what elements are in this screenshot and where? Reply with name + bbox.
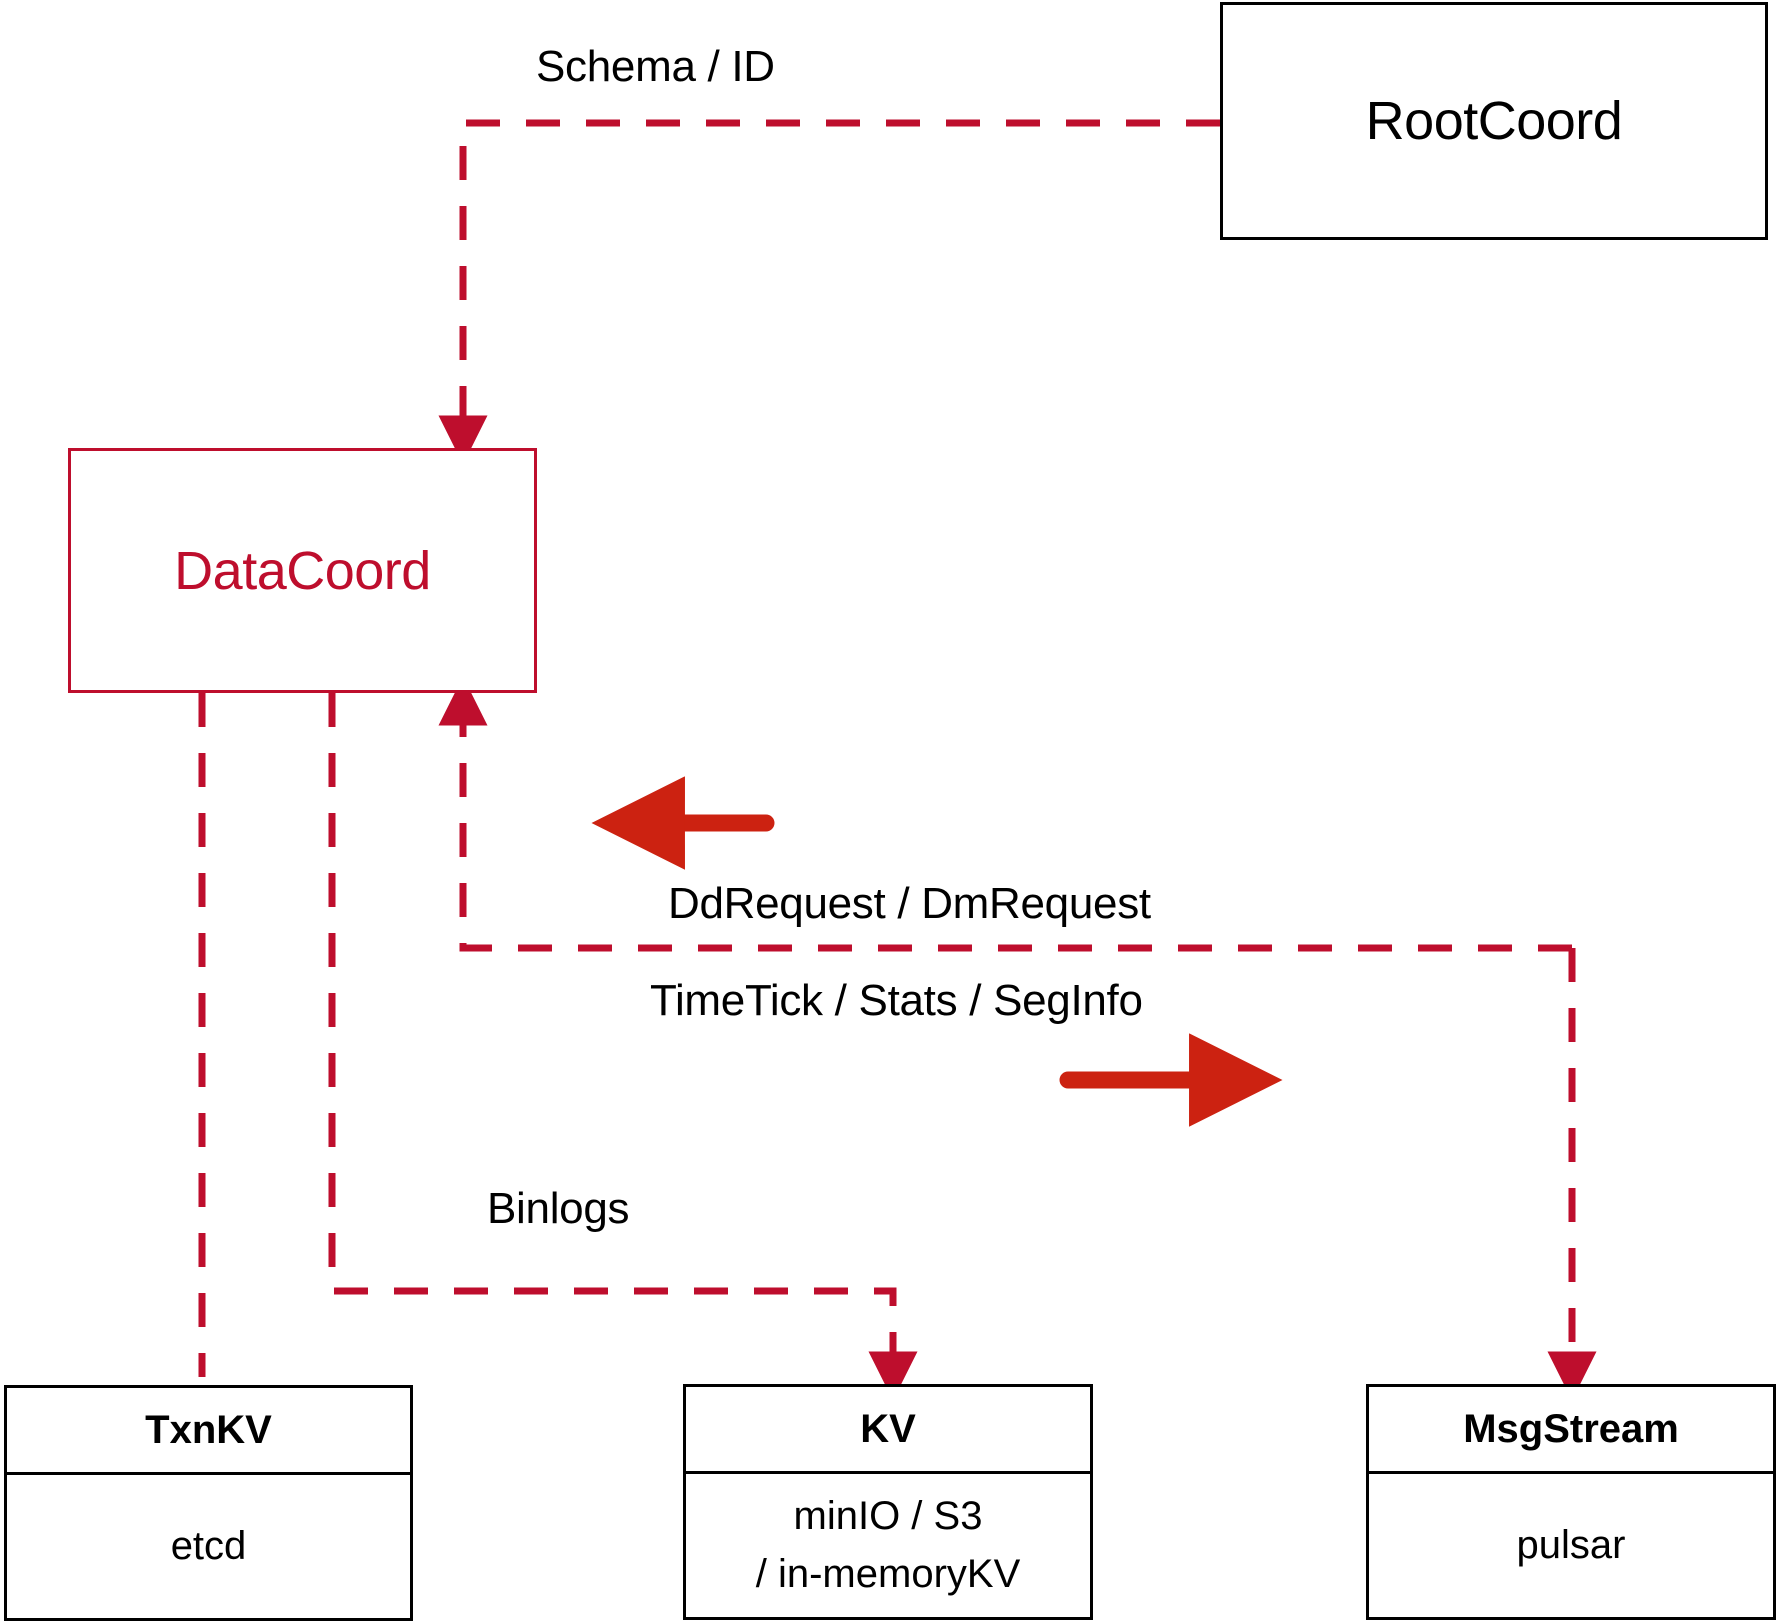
edge-datacoord-to-kv — [328, 693, 918, 1401]
node-datacoord-label: DataCoord — [174, 540, 431, 601]
node-kv-body: minIO / S3 / in-memoryKV — [686, 1474, 1090, 1617]
node-msgstream-label: MsgStream — [1463, 1406, 1679, 1451]
edge-label-schema-id: Schema / ID — [536, 42, 775, 91]
edge-rootcoord-to-datacoord — [438, 119, 1220, 465]
node-txnkv-body: etcd — [7, 1475, 410, 1618]
node-kv-impl-0: minIO / S3 — [793, 1494, 983, 1539]
edge-msgstream-to-datacoord — [438, 676, 1572, 952]
node-msgstream-impl-0: pulsar — [1516, 1522, 1626, 1567]
edge-label-dd-dm-request: DdRequest / DmRequest — [668, 879, 1151, 928]
node-txnkv-header: TxnKV — [7, 1388, 410, 1475]
node-msgstream-body: pulsar — [1369, 1474, 1773, 1617]
node-txnkv-impl-0: etcd — [170, 1523, 247, 1568]
node-kv[interactable]: KV minIO / S3 / in-memoryKV — [683, 1384, 1093, 1620]
edge-label-timetick-stats-seginfo: TimeTick / Stats / SegInfo — [650, 976, 1143, 1025]
node-msgstream-header: MsgStream — [1369, 1387, 1773, 1474]
node-rootcoord-label: RootCoord — [1365, 91, 1623, 151]
node-kv-header: KV — [686, 1387, 1090, 1474]
node-rootcoord[interactable]: RootCoord — [1220, 2, 1768, 240]
edge-label-binlogs: Binlogs — [487, 1184, 630, 1233]
node-txnkv[interactable]: TxnKV etcd — [4, 1385, 413, 1621]
node-datacoord[interactable]: DataCoord — [68, 448, 537, 693]
node-kv-label: KV — [860, 1406, 916, 1451]
node-kv-impl-1: / in-memoryKV — [755, 1551, 1021, 1596]
node-txnkv-label: TxnKV — [145, 1407, 272, 1452]
node-msgstream[interactable]: MsgStream pulsar — [1366, 1384, 1776, 1620]
